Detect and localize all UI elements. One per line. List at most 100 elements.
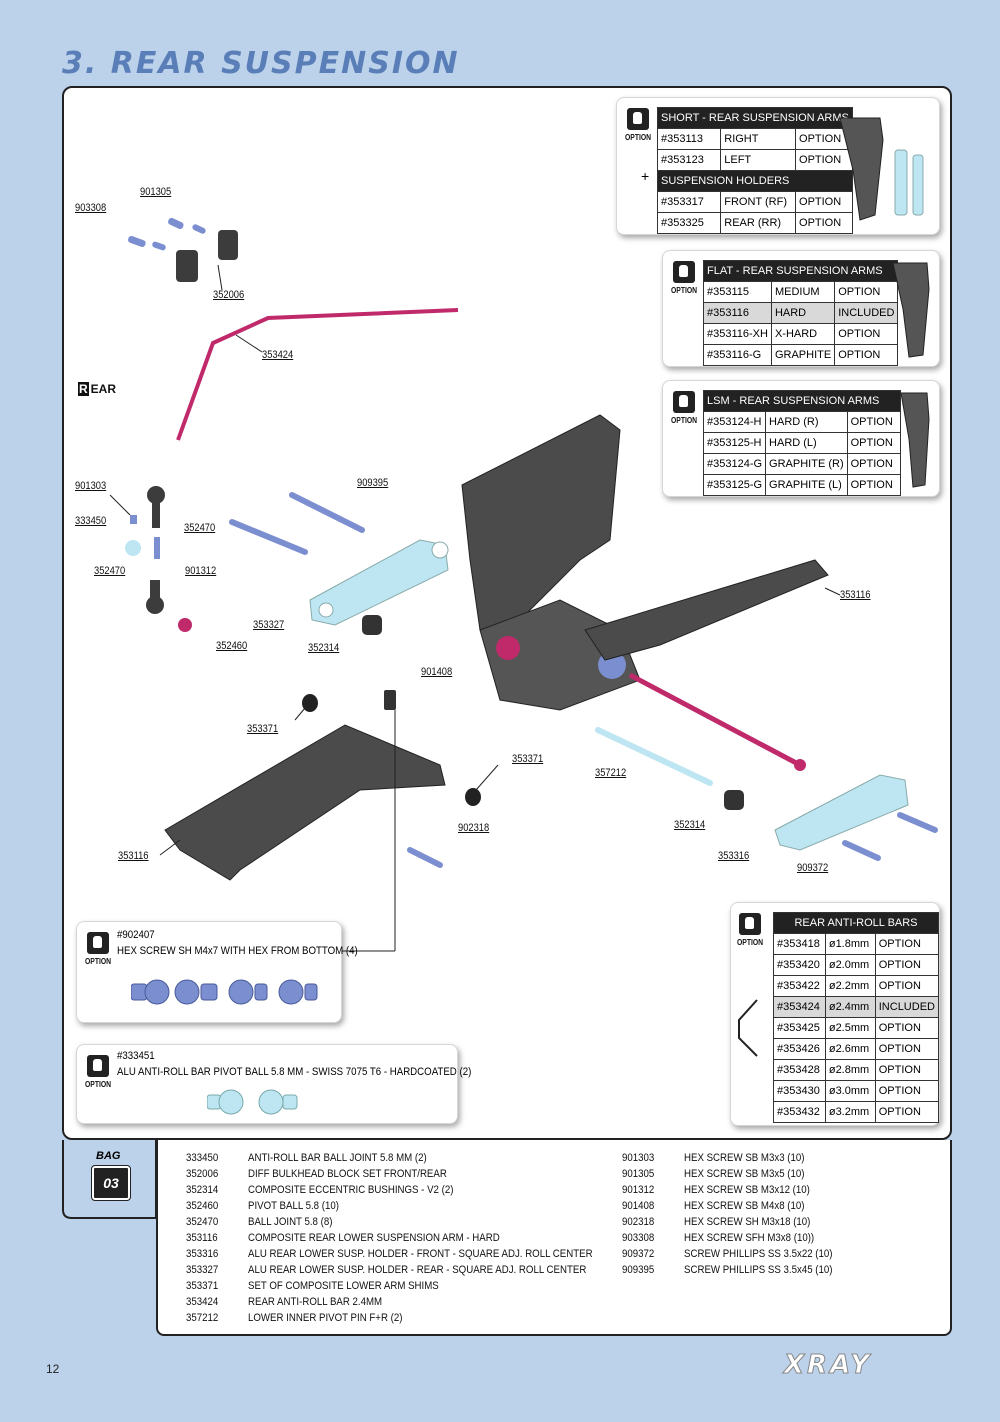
part-description: BALL JOINT 5.8 (8) bbox=[248, 1216, 333, 1228]
table-cell: GRAPHITE bbox=[770, 344, 836, 366]
flat-arms-option-box: OPTION FLAT - REAR SUSPENSION ARMS #3531… bbox=[662, 250, 940, 367]
part-code: 352460 bbox=[186, 1200, 219, 1212]
part-label-352314-a: 352314 bbox=[308, 642, 340, 654]
table-cell: OPTION bbox=[874, 1059, 940, 1081]
screw-901408 bbox=[384, 690, 396, 710]
table-cell: #353418 bbox=[773, 933, 826, 955]
option-333451-desc: ALU ANTI-ROLL BAR PIVOT BALL 5.8 MM - SW… bbox=[117, 1066, 472, 1078]
part-label-352470-b: 352470 bbox=[94, 565, 126, 577]
suspension-holders-header: SUSPENSION HOLDERS bbox=[657, 170, 853, 192]
thumbs-up-icon bbox=[673, 391, 695, 413]
part-code: 901312 bbox=[622, 1184, 655, 1196]
lsm-arms-header: LSM - REAR SUSPENSION ARMS bbox=[703, 390, 901, 412]
table-cell: OPTION bbox=[795, 212, 853, 234]
bag-label: BAG bbox=[96, 1150, 121, 1162]
thumbs-up-icon bbox=[87, 932, 109, 954]
part-label-353371-b: 353371 bbox=[512, 753, 544, 765]
table-cell: #353325 bbox=[656, 212, 722, 234]
table-cell: RIGHT bbox=[720, 128, 797, 150]
lsm-arm-illustration bbox=[900, 392, 930, 488]
table-cell: #353116-XH bbox=[703, 323, 772, 345]
part-code: 909395 bbox=[622, 1264, 655, 1276]
table-cell: HARD (R) bbox=[765, 411, 848, 433]
option-333451-code: #333451 bbox=[117, 1050, 155, 1062]
table-cell: ø2.4mm bbox=[824, 996, 876, 1018]
thumbs-up-icon bbox=[673, 261, 695, 283]
part-label-909372: 909372 bbox=[797, 862, 829, 874]
part-label-901408: 901408 bbox=[421, 666, 453, 678]
part-description: HEX SCREW SB M3x5 (10) bbox=[684, 1168, 805, 1180]
part-label-353424: 353424 bbox=[262, 349, 294, 361]
screw-909395-a bbox=[289, 492, 365, 533]
table-cell: LEFT bbox=[720, 149, 797, 171]
part-label-353116-a: 353116 bbox=[840, 589, 871, 601]
part-label-901312: 901312 bbox=[185, 565, 217, 577]
option-333451-box: OPTION #333451 ALU ANTI-ROLL BAR PIVOT B… bbox=[76, 1044, 471, 1124]
table-cell: #353116 bbox=[703, 302, 772, 324]
bulkhead-blocks bbox=[176, 230, 238, 282]
table-cell: X-HARD bbox=[770, 323, 836, 345]
part-description: HEX SCREW SFH M3x8 (10)) bbox=[684, 1232, 815, 1244]
table-cell: #353424 bbox=[773, 996, 826, 1018]
part-description: HEX SCREW SH M3x18 (10) bbox=[684, 1216, 811, 1228]
part-label-901305: 901305 bbox=[140, 186, 172, 198]
part-description: ANTI-ROLL BAR BALL JOINT 5.8 MM (2) bbox=[248, 1152, 427, 1164]
part-description: HEX SCREW SB M3x12 (10) bbox=[684, 1184, 810, 1196]
table-cell: #353125-H bbox=[702, 432, 767, 454]
table-cell: #353115 bbox=[703, 281, 772, 303]
short-arms-option-box: OPTION + SHORT - REAR SUSPENSION ARMS #3… bbox=[616, 97, 940, 235]
shim-353371-a bbox=[302, 694, 318, 712]
table-cell: ø3.0mm bbox=[824, 1080, 876, 1102]
table-cell: OPTION bbox=[874, 1080, 940, 1102]
table-cell: INCLUDED bbox=[874, 996, 940, 1018]
part-description: COMPOSITE ECCENTRIC BUSHINGS - V2 (2) bbox=[248, 1184, 454, 1196]
part-label-352314-b: 352314 bbox=[674, 819, 706, 831]
brand-logo: XRAY bbox=[783, 1350, 873, 1381]
part-code: 901305 bbox=[622, 1168, 655, 1180]
option-label: OPTION bbox=[671, 416, 698, 425]
table-cell: #353124-H bbox=[702, 411, 767, 433]
rear-tag-initial: R bbox=[78, 382, 89, 396]
part-label-357212: 357212 bbox=[595, 767, 627, 779]
short-arms-illustration bbox=[839, 117, 924, 221]
part-label-909395: 909395 bbox=[357, 477, 389, 489]
option-label: OPTION bbox=[85, 1080, 112, 1089]
parts-list bbox=[156, 1140, 952, 1336]
screw-909395-b bbox=[229, 519, 308, 555]
part-code: 352006 bbox=[186, 1168, 219, 1180]
table-cell: REAR (RR) bbox=[720, 212, 797, 234]
part-label-353327: 353327 bbox=[253, 619, 285, 631]
thumbs-up-icon bbox=[739, 913, 761, 935]
part-code: 357212 bbox=[186, 1312, 219, 1324]
holder-353316 bbox=[774, 774, 909, 851]
table-cell: #353426 bbox=[773, 1038, 826, 1060]
table-cell: GRAPHITE (R) bbox=[765, 453, 848, 475]
table-cell: HARD (L) bbox=[765, 432, 848, 454]
part-code: 901408 bbox=[622, 1200, 655, 1212]
page-title: 3. REAR SUSPENSION bbox=[62, 46, 460, 81]
part-description: REAR ANTI-ROLL BAR 2.4MM bbox=[248, 1296, 383, 1308]
part-label-352006: 352006 bbox=[213, 289, 245, 301]
table-cell: OPTION bbox=[795, 149, 853, 171]
part-code: 352314 bbox=[186, 1184, 219, 1196]
table-cell: OPTION bbox=[874, 933, 940, 955]
table-cell: MEDIUM bbox=[770, 281, 836, 303]
driveshaft bbox=[628, 672, 802, 768]
page-number: 12 bbox=[46, 1362, 60, 1376]
part-code: 353371 bbox=[186, 1280, 219, 1292]
